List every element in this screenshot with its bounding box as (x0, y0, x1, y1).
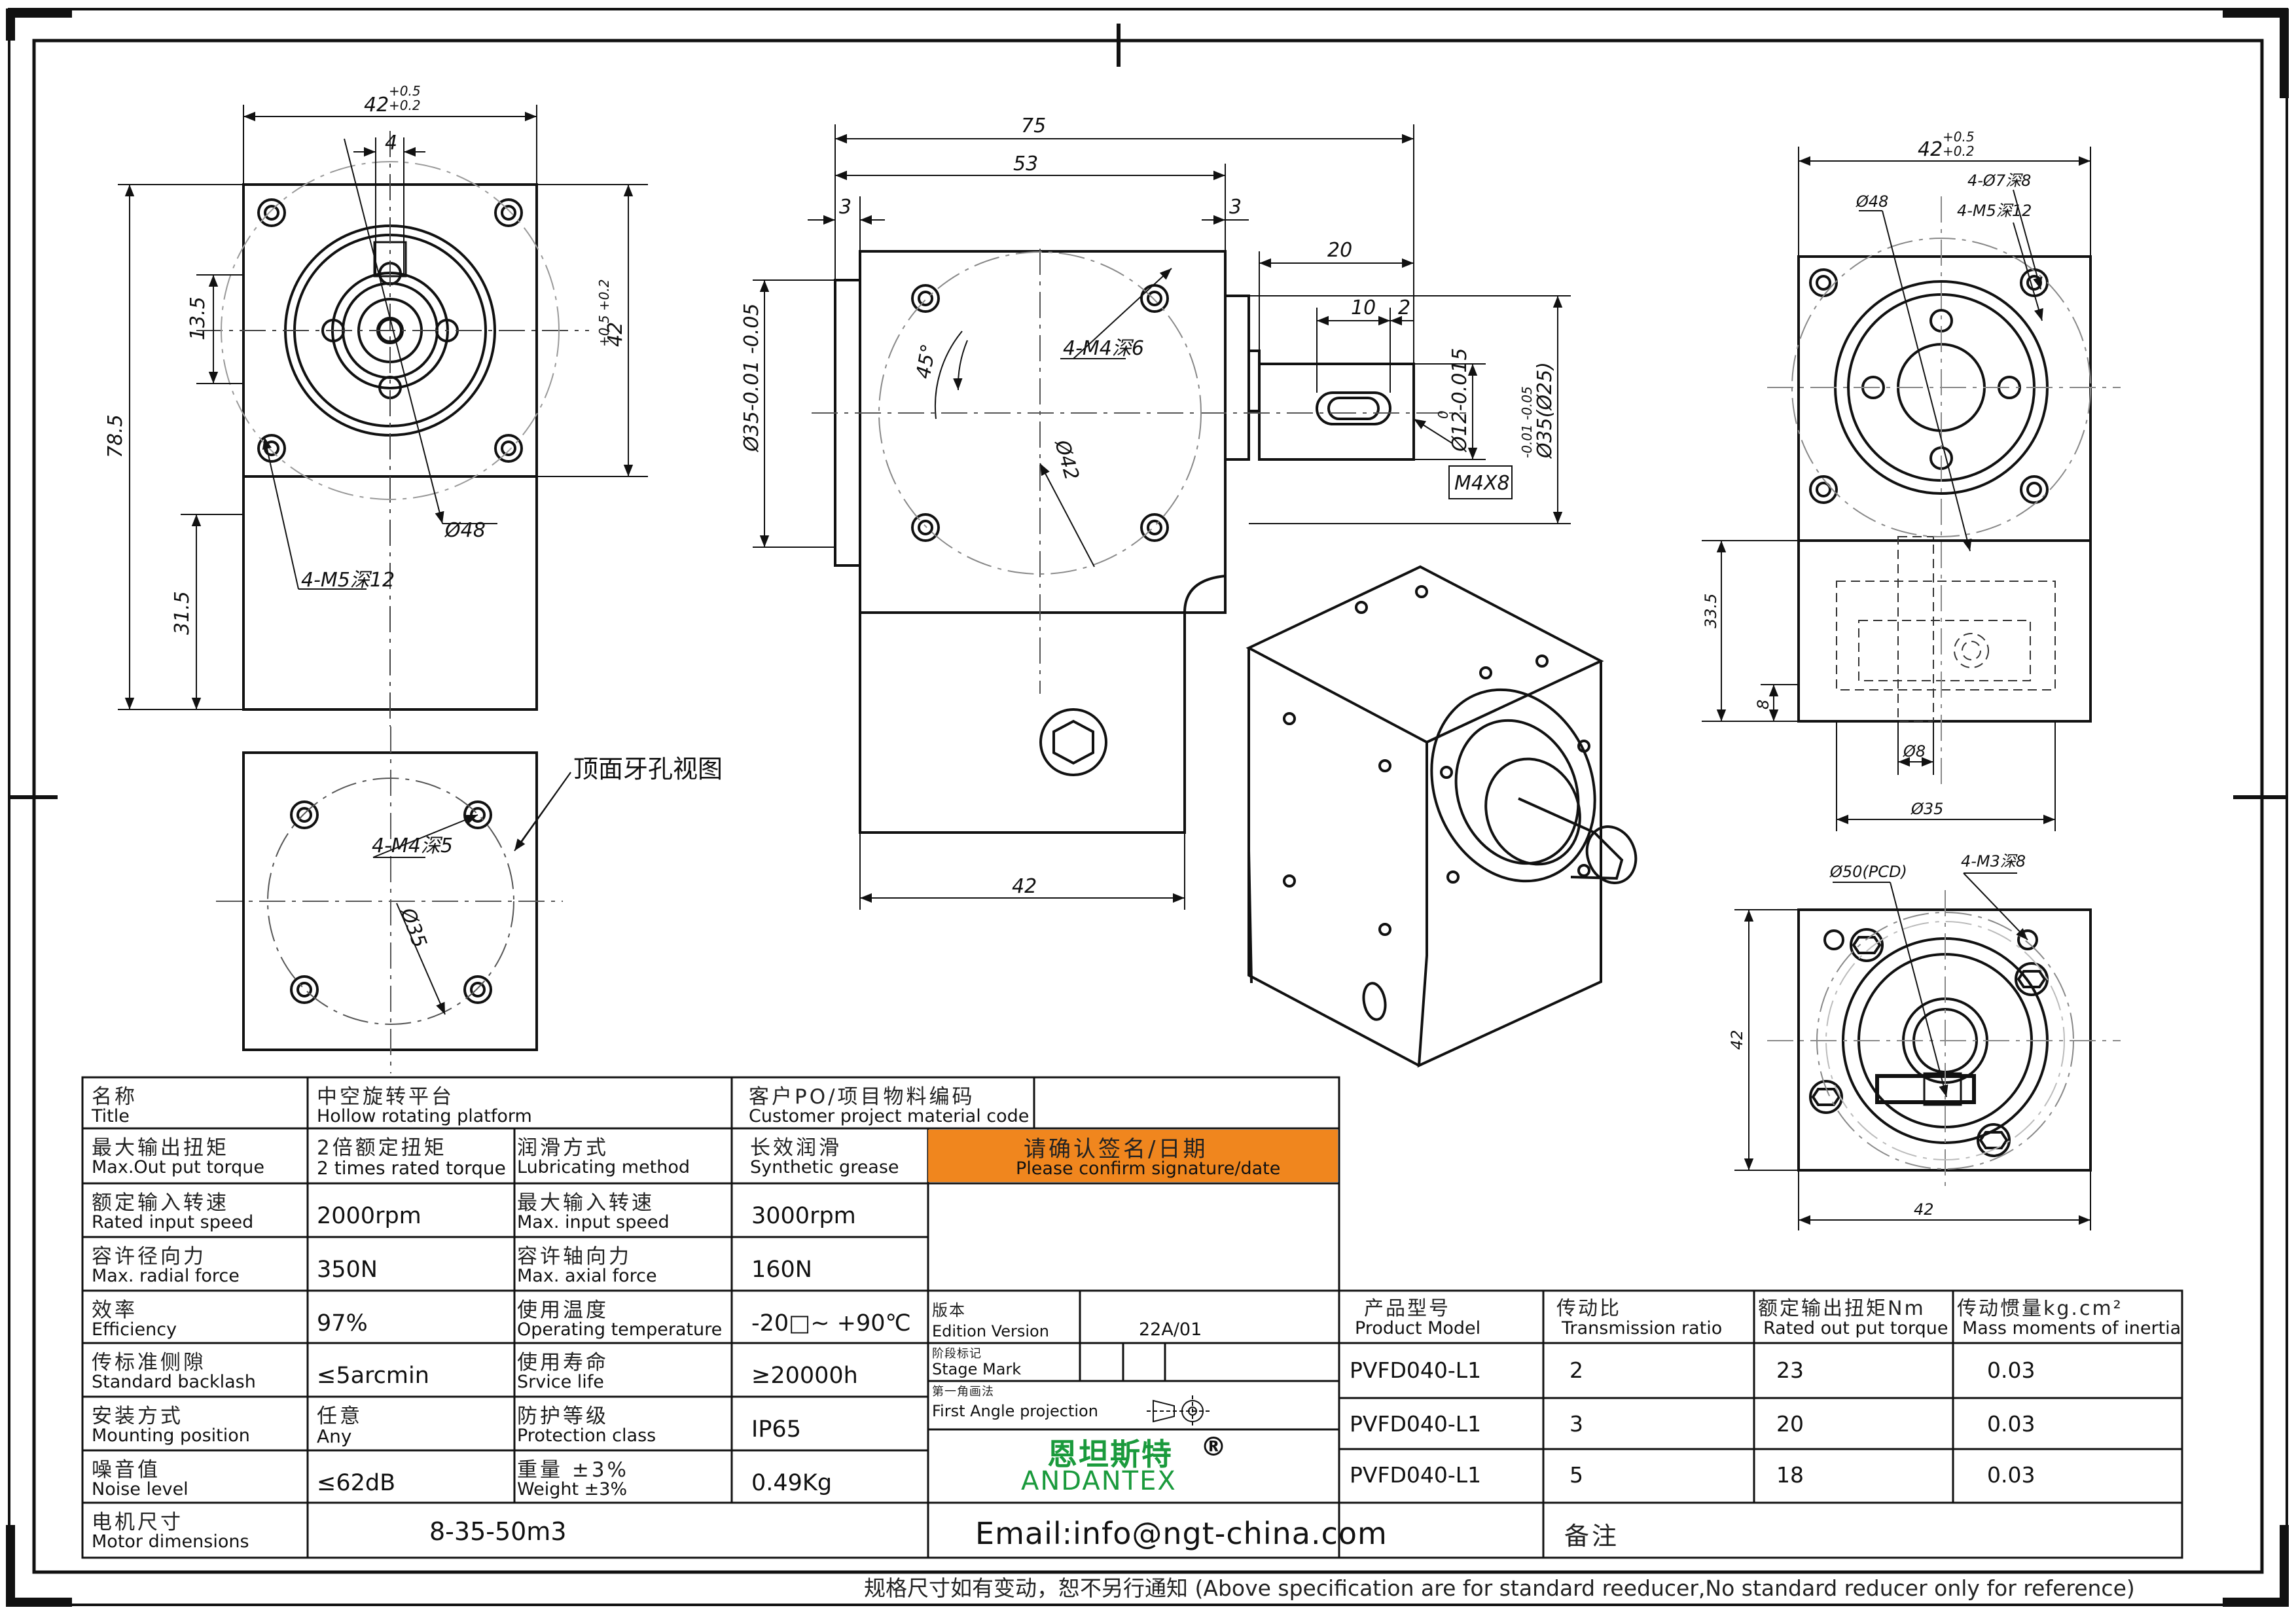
dim-bottom-width: 42 (1914, 1200, 1934, 1219)
right-view-hidden (1836, 536, 2056, 722)
dim-front-pcd: Ø48 (444, 519, 486, 542)
dim-right-width-tol-lower: +0.2 (1943, 143, 1975, 159)
dim-side-flange-dia: Ø35-0.01 -0.05 (740, 303, 763, 453)
dim-front-base-height: 31.5 (171, 591, 194, 635)
dim-front-height: 42 (604, 322, 627, 347)
dim-front-height-tol: +0.5 +0.2 (596, 279, 612, 348)
dim-side-angle: 45° (912, 342, 941, 380)
dim-bottom-height: 42 (1728, 1030, 1746, 1050)
top-view-leaders (372, 772, 571, 1015)
dim-front-width: 42 (364, 94, 389, 117)
dim-side-left-gap: 3 (839, 196, 852, 219)
front-view-dims (118, 105, 648, 710)
dim-right-base-width: Ø35 (1910, 800, 1943, 818)
dim-side-key-len: 10 (1351, 296, 1376, 319)
dim-side-key-gap: 2 (1398, 296, 1410, 319)
dim-right-bore: Ø8 (1903, 742, 1926, 761)
dim-side-boss-tol: -0.01 -0.05 (1519, 386, 1535, 458)
first-angle-projection-icon (1147, 1395, 1211, 1427)
dim-right-height: 33.5 (1702, 594, 1720, 628)
dim-side-holes: 4-M4深6 (1063, 337, 1144, 360)
dim-right-pcd: Ø48 (1856, 192, 1888, 211)
dim-side-right-gap: 3 (1229, 196, 1242, 219)
dim-front-width-tol-upper: +0.5 (389, 83, 421, 99)
dim-right-width-tol-upper: +0.5 (1943, 129, 1975, 145)
drawing-frame (6, 8, 2289, 1607)
top-view-centerlines (216, 726, 563, 1073)
dim-bottom-pcd: Ø50(PCD) (1829, 863, 1907, 881)
right-view (1797, 255, 2092, 723)
right-view-centerlines (1767, 196, 2121, 785)
dim-front-holes: 4-M5深12 (301, 569, 395, 592)
dim-front-total-height: 78.5 (104, 414, 127, 458)
right-view-dims (1702, 147, 2091, 831)
dim-front-offset: 13.5 (187, 296, 209, 340)
front-view-centerlines (196, 131, 589, 726)
dim-side-body-len: 53 (1013, 152, 1038, 175)
confirm-bg (928, 1130, 1338, 1182)
bottom-view-dims (1734, 872, 2091, 1230)
dim-side-shaft-len: 20 (1327, 239, 1352, 262)
isometric-view (1246, 565, 1638, 1068)
dim-side-total-len: 75 (1021, 115, 1046, 137)
dim-side-boss-dia: Ø35(Ø25) (1534, 362, 1556, 459)
dim-side-shaft-dia: Ø12-0.015 (1448, 348, 1471, 454)
dim-side-base-len: 42 (1012, 875, 1037, 898)
dim-bottom-holes: 4-M3深8 (1961, 852, 2026, 870)
dim-right-base: 8 (1754, 700, 1772, 709)
dim-right-width: 42 (1918, 138, 1943, 161)
dim-right-holes-thread: 4-M5深12 (1957, 202, 2032, 220)
dim-side-pcd: Ø42 (1050, 437, 1083, 483)
dim-side-thread: M4X8 (1454, 472, 1510, 495)
dimension-labels: 42 +0.5 +0.2 4 13.5 42 +0.5 +0.2 78.5 31… (104, 83, 2032, 1219)
dim-front-slot: 4 (385, 132, 397, 154)
side-view-dims (753, 124, 1571, 910)
title-block-grid (81, 1076, 2183, 1559)
side-view (834, 250, 1415, 834)
dim-right-holes-thru: 4-Ø7深8 (1967, 171, 2031, 190)
dim-top-holes: 4-M4深5 (372, 834, 453, 857)
dim-side-shaft-tol: 0 (1435, 410, 1451, 419)
bottom-view-centerlines (1767, 890, 2121, 1191)
top-view-note: 顶面牙孔视图 (573, 755, 723, 783)
dim-front-width-tol-lower: +0.2 (389, 98, 421, 113)
dim-top-pcd: Ø35 (395, 904, 431, 951)
